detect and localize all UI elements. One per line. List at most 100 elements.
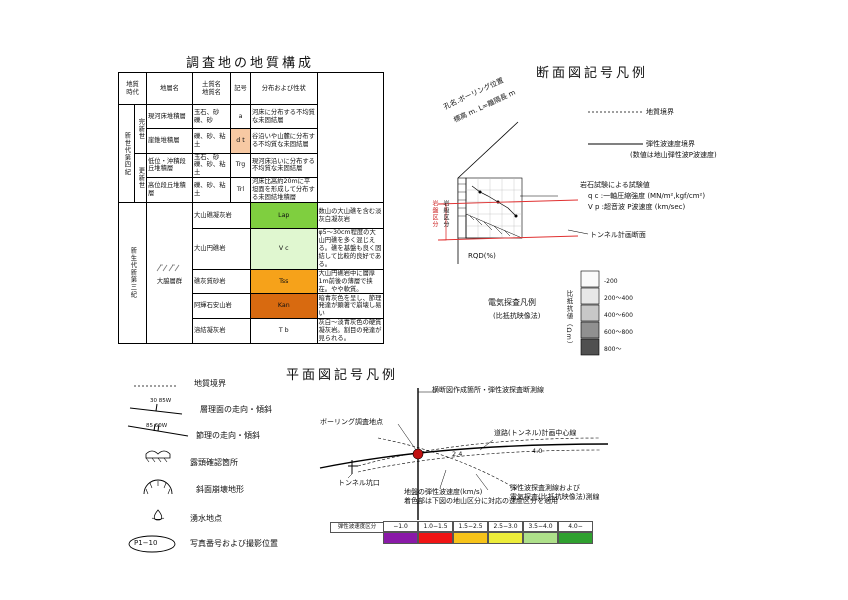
description-cell: 河床に分布する不均質な未固結層 bbox=[250, 104, 318, 130]
description-cell: 数山の大山礁を含む淡灰白凝灰岩 bbox=[316, 201, 384, 230]
table-row: 新世代第四紀 完新世 現河床堆積層 玉石、砂礫、砂 a 河床に分布する不均質な未… bbox=[118, 104, 384, 203]
scale-bin: −1.0 bbox=[383, 521, 418, 544]
soil-cell: 玉石、砂礫、砂、粘土 bbox=[192, 152, 231, 179]
formation-cell: 大山礁凝灰岩 bbox=[192, 201, 251, 230]
hatch-legend-label: 岩盤区分 bbox=[431, 200, 438, 228]
formation-cell: 溶結凝灰岩 bbox=[192, 318, 251, 344]
symbol-cell: Lap bbox=[250, 201, 318, 230]
formation-cell: 礁灰質砂岩 bbox=[192, 268, 251, 295]
header-symbol: 記号 bbox=[230, 71, 251, 106]
table-row: 大山円礁岩 V c φ5～30cm程度の大山円礁を多く混じえる。礁を基盤も良く固… bbox=[119, 228, 384, 270]
resistivity-subtitle: (比抵抗映像法) bbox=[493, 312, 541, 320]
scale-bin: 1.5−2.5 bbox=[453, 521, 488, 544]
formation-cell: 現河床堆積層 bbox=[146, 104, 193, 130]
table-row: 更新世 低位・沖積段丘堆積層 玉石、砂礫、砂、粘土 Trg 現河床沿いに分布する… bbox=[119, 152, 384, 203]
description-cell: 河床比高約20mに平坦面を形成して分布する未固結堆積層 bbox=[250, 177, 318, 203]
header-formation: 地層名 bbox=[146, 71, 193, 106]
description-cell: 灰白～淡青灰色の硬質凝灰岩。割目の発達が見られる。 bbox=[316, 318, 384, 344]
symbol-cell: Kan bbox=[250, 293, 318, 320]
resistivity-axis-label: 比抵抗値（Ωm） bbox=[565, 290, 573, 349]
symbol-cell: V c bbox=[250, 228, 318, 270]
rock-class-label: 岩級区分 bbox=[442, 200, 449, 228]
table-row: 新生代新第三紀 大脇層群 大山礁凝灰岩 Lap 数山の大山礁を含む淡灰白凝灰岩 bbox=[118, 201, 384, 345]
velocity-note: (数値は地山弾性波P波速度) bbox=[630, 151, 717, 159]
velocity-boundary-label: 弾性波速度境界 bbox=[646, 140, 695, 148]
section-diagram bbox=[437, 111, 643, 264]
velocity-line-upper bbox=[437, 199, 579, 205]
plan-item-label: 斜面崩壊地形 bbox=[196, 485, 244, 494]
description-cell: 大山円礁岩中に層厚1m前後の薄層で挟在。やや軟質。 bbox=[316, 268, 384, 295]
group-name: 大脇層群 bbox=[156, 277, 183, 285]
tunnel-outline-lower bbox=[357, 449, 601, 473]
plan-title: 平面図記号凡例 bbox=[286, 368, 399, 383]
velocity-value-b: 4.0 bbox=[532, 447, 543, 455]
soil-cell: 玉石、砂礫、砂 bbox=[192, 104, 231, 130]
geology-title: 調査地の地質構成 bbox=[186, 56, 315, 71]
era-neogene: 新生代新第三紀 bbox=[118, 201, 147, 345]
formation-cell: 大山円礁岩 bbox=[192, 228, 251, 270]
description-cell: 谷沿いや山麓に分布する不均質な未固結層 bbox=[250, 128, 318, 154]
velocity-label: 地盤の弾性波速度(km/s) 着色部は下図の地山区分に対応の速度区分を適用 bbox=[404, 488, 558, 505]
formation-cell: 低位・沖積段丘堆積層 bbox=[146, 152, 193, 179]
centerline-label: 道路(トンネル)計画中心線 bbox=[494, 429, 577, 437]
resistivity-scale bbox=[580, 270, 600, 356]
photo-position-icon bbox=[128, 535, 176, 553]
plan-item-label: 地質境界 bbox=[194, 379, 226, 388]
era-quaternary: 新世代第四紀 bbox=[118, 104, 135, 203]
description-cell: φ5～30cm程度の大山円礁を多く混じえる。礁を基盤も良く固結して比較的良好であ… bbox=[316, 228, 384, 270]
table-row: 礁灰質砂岩 Tss 大山円礁岩中に層厚1m前後の薄層で挟在。やや軟質。 bbox=[119, 268, 384, 295]
symbol-cell: T b bbox=[250, 318, 318, 344]
header-era: 地質時代 bbox=[118, 71, 147, 106]
photo-annot: P1−10 bbox=[134, 539, 158, 547]
section-title: 断面図記号凡例 bbox=[536, 66, 649, 81]
table-row: 溶結凝灰岩 T b 灰白～淡青灰色の硬質凝灰岩。割目の発達が見られる。 bbox=[119, 318, 384, 344]
joint-annot: 85 60W bbox=[146, 423, 168, 429]
boundary-label: 地質境界 bbox=[646, 108, 674, 116]
geology-table: 地質時代 地層名 土質名地質名 記号 分布および性状 新世代第四紀 完新世 現河… bbox=[118, 71, 384, 345]
vp-label: V p :超音波 P波速度 (km/sec) bbox=[588, 203, 686, 211]
survey-line-label: 弾性波探査測線および 電気探査(比抵抗映像法)測線 bbox=[510, 484, 600, 501]
group-cell: 大脇層群 bbox=[146, 201, 193, 345]
rock-test-title: 岩石試験による試験値 bbox=[580, 181, 650, 189]
plan-item-label: 露頭確認箇所 bbox=[190, 458, 238, 467]
scale-bin: 3.5−4.0 bbox=[523, 521, 558, 544]
resistivity-levels: -200 200～400 400～600 600～800 800～ bbox=[604, 278, 633, 353]
boring-point-label: ボーリング調査地点 bbox=[320, 418, 383, 426]
plan-item-label: 湧水地点 bbox=[190, 514, 222, 523]
formation-cell: 高位段丘堆積層 bbox=[146, 177, 193, 203]
description-cell: 暗青灰色を呈し、節理発達が顕著で崩壊し易い bbox=[316, 293, 384, 320]
bedding-annot: 30 85W bbox=[150, 398, 172, 404]
boring-point-icon bbox=[412, 448, 424, 460]
plan-item-label: 節理の走向・傾斜 bbox=[196, 431, 260, 440]
description-cell: 現河床沿いに分布する不均質な未固結層 bbox=[250, 152, 318, 179]
velocity-scale: −1.0 1.0−1.5 1.5−2.5 2.5−3.0 3.5−4.0 4.0… bbox=[383, 521, 593, 544]
velocity-value-a: 2.4 bbox=[452, 450, 463, 458]
rqd-line bbox=[471, 185, 517, 217]
outcrop-icon bbox=[145, 450, 171, 459]
scale-bin: 2.5−3.0 bbox=[488, 521, 523, 544]
group-hatch-pattern bbox=[156, 264, 179, 271]
era-pleistocene: 更新世 bbox=[134, 152, 147, 203]
plan-diagram bbox=[319, 388, 609, 520]
symbol-cell: Tss bbox=[250, 268, 318, 295]
soil-cell: 礫、砂、粘土 bbox=[192, 128, 231, 154]
tunnel-outline-upper bbox=[357, 437, 601, 467]
table-row: 高位段丘堆積層 礫、砂、粘土 Trl 河床比高約20mに平坦面を形成して分布する… bbox=[119, 177, 384, 203]
slope-failure-icon bbox=[143, 479, 173, 495]
scale-bin: 4.0− bbox=[558, 521, 593, 544]
plan-item-label: 層理面の走向・傾斜 bbox=[200, 405, 272, 414]
header-soil: 土質名地質名 bbox=[192, 71, 231, 106]
table-header-row: 地質時代 地層名 土質名地質名 記号 分布および性状 bbox=[118, 71, 384, 106]
formation-cell: 阿輝石安山岩 bbox=[192, 293, 251, 320]
table-row: 崖錐堆積層 礫、砂、粘土 d t 谷沿いや山麓に分布する不均質な未固結層 bbox=[119, 128, 384, 154]
symbol-cell: a bbox=[230, 104, 251, 130]
plan-item-label: 写真番号および撮影位置 bbox=[190, 539, 278, 548]
portal-label: トンネル坑口 bbox=[338, 479, 380, 487]
symbol-cell: d t bbox=[230, 128, 251, 154]
rqd-frame bbox=[465, 177, 523, 239]
borehole-leader bbox=[457, 121, 519, 179]
table-row: 阿輝石安山岩 Kan 暗青灰色を呈し、節理発達が顕著で崩壊し易い bbox=[119, 293, 384, 320]
header-description: 分布および性状 bbox=[250, 71, 318, 106]
formation-cell: 崖錐堆積層 bbox=[146, 128, 193, 154]
spring-icon bbox=[153, 509, 163, 521]
